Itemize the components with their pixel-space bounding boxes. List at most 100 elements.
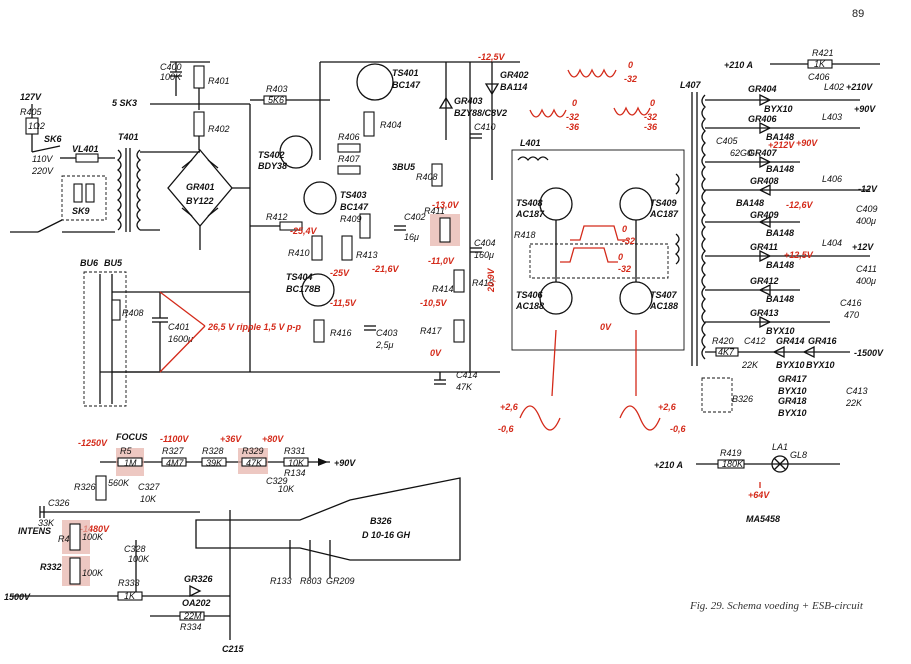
label-c327: C327 — [138, 482, 161, 492]
label-ts403v: BC147 — [340, 202, 369, 212]
figure-caption: Fig. 29. Schema voeding + ESB-circuit — [690, 600, 863, 612]
c400-r401-section: C400 100K R401 5 SK3 R402 — [112, 61, 250, 150]
label-c409v: 400μ — [856, 216, 876, 226]
transformer-secondary — [136, 149, 142, 231]
label-bux10-6: BYX10 — [778, 408, 807, 418]
label-ts407v: AC188 — [649, 301, 678, 311]
label-c404v: 160μ — [474, 250, 494, 260]
label-r420: R420 — [712, 336, 734, 346]
label-gr418: GR418 — [778, 396, 807, 406]
voltage-m105: -10,5V — [420, 298, 448, 308]
label-c404: C404 — [474, 238, 496, 248]
label-intens: INTENS — [18, 526, 51, 536]
voltage-m216: -21,6V — [372, 264, 400, 274]
voltage-p64: +64V — [748, 490, 770, 500]
label-ts407: TS407 — [650, 290, 678, 300]
label-b326: B326 — [370, 516, 393, 526]
label-b326-trafo: B326 — [732, 394, 753, 404]
wave-m32-b: -32 — [566, 112, 579, 122]
label-r5: R5 — [120, 446, 132, 456]
label-c400v: 100K — [160, 72, 182, 82]
label-r334v: 22M — [183, 611, 202, 621]
label-r133: R133 — [270, 576, 292, 586]
label-ba148-4: BA148 — [766, 228, 794, 238]
label-3bu5: 3BU5 — [392, 162, 416, 172]
label-r327: R327 — [162, 446, 185, 456]
label-ts402: TS402 — [258, 150, 285, 160]
label-r5v: 1M — [124, 458, 137, 468]
label-r413: R413 — [356, 250, 378, 260]
r413-resistor — [341, 235, 353, 261]
label-p12: +12V — [852, 242, 874, 252]
label-r419: R419 — [720, 448, 742, 458]
label-c401v: 1600μ — [168, 334, 193, 344]
label-gr402: GR402 — [500, 70, 529, 80]
label-r408: R408 — [416, 172, 438, 182]
voltage-m1100: -1100V — [160, 434, 189, 444]
label-n1500-crt: 1500V — [4, 592, 31, 602]
label-r403: R403 — [266, 84, 288, 94]
wave-m32-e: -32 — [618, 264, 631, 274]
label-l407: L407 — [680, 80, 702, 90]
label-n1500: -1500V — [854, 348, 884, 358]
wave-m36-a: -36 — [566, 122, 580, 132]
label-ba148-1: BA148 — [766, 132, 794, 142]
r414-resistor — [453, 269, 465, 293]
bridge-rectifier-gr401: GR401 BY122 — [167, 148, 250, 250]
wave-m06-a: -0,6 — [498, 424, 515, 434]
label-r332v: 100K — [82, 568, 104, 578]
crt-tube — [195, 477, 461, 561]
label-r402: R402 — [208, 124, 230, 134]
r416-resistor — [313, 319, 325, 343]
r409-resistor — [359, 213, 371, 239]
label-gr409: GR409 — [750, 210, 779, 220]
voltage-zero-1: 0V — [430, 348, 442, 358]
regulator-section: R403 5K6 TS401 BC147 R404 TS402 BDY38 R4… — [100, 61, 520, 373]
ts402-transistor — [279, 135, 313, 169]
label-r418: R418 — [514, 230, 536, 240]
label-ba148-3: BA148 — [736, 198, 764, 208]
label-r407: R407 — [338, 154, 361, 164]
label-gr407: GR407 — [748, 148, 778, 158]
label-r333v: 1K — [124, 591, 136, 601]
label-gr406: GR406 — [748, 114, 778, 124]
label-c405v: 62G0 — [730, 148, 752, 158]
connector-bu6-bu5 — [83, 271, 127, 407]
label-r333: R333 — [118, 578, 140, 588]
label-r134v: 10K — [278, 484, 295, 494]
label-r415: R415 — [472, 278, 495, 288]
label-r410: R410 — [288, 248, 310, 258]
l401-inductor — [517, 156, 549, 162]
label-c400: C400 — [160, 62, 182, 72]
voltage-p36: +36V — [220, 434, 242, 444]
label-r326v: 560K — [108, 478, 130, 488]
label-sk9: SK9 — [72, 206, 90, 216]
label-gr412: GR412 — [750, 276, 779, 286]
label-l401: L401 — [520, 138, 541, 148]
label-sk6: SK6 — [44, 134, 63, 144]
label-ba148-2: BA148 — [766, 164, 794, 174]
voltage-p212: +212V — [768, 140, 795, 150]
label-c327v: 10K — [140, 494, 157, 504]
label-r409: R409 — [340, 214, 362, 224]
label-r328v: 39K — [206, 458, 223, 468]
label-r408b: R408 — [122, 308, 144, 318]
voltage-m1250: -1250V — [78, 438, 108, 448]
label-bux10-5: BYX10 — [778, 386, 807, 396]
label-gr401v: BY122 — [186, 196, 214, 206]
label-c413: C413 — [846, 386, 868, 396]
label-vl401: VL401 — [72, 144, 99, 154]
label-110v: 110V — [32, 154, 53, 164]
label-r405: R405 — [20, 107, 43, 117]
waveform-top-1 — [567, 68, 617, 78]
label-ts409: TS409 — [650, 198, 677, 208]
gr402-diode — [484, 83, 500, 96]
label-p210v: +210V — [846, 82, 873, 92]
label-c403: C403 — [376, 328, 398, 338]
label-focus: FOCUS — [116, 432, 148, 442]
label-ts409v: AC187 — [649, 209, 679, 219]
label-ts406v: AC188 — [515, 301, 544, 311]
label-b326v: D 10-16 GH — [362, 530, 411, 540]
label-ts408: TS408 — [516, 198, 543, 208]
